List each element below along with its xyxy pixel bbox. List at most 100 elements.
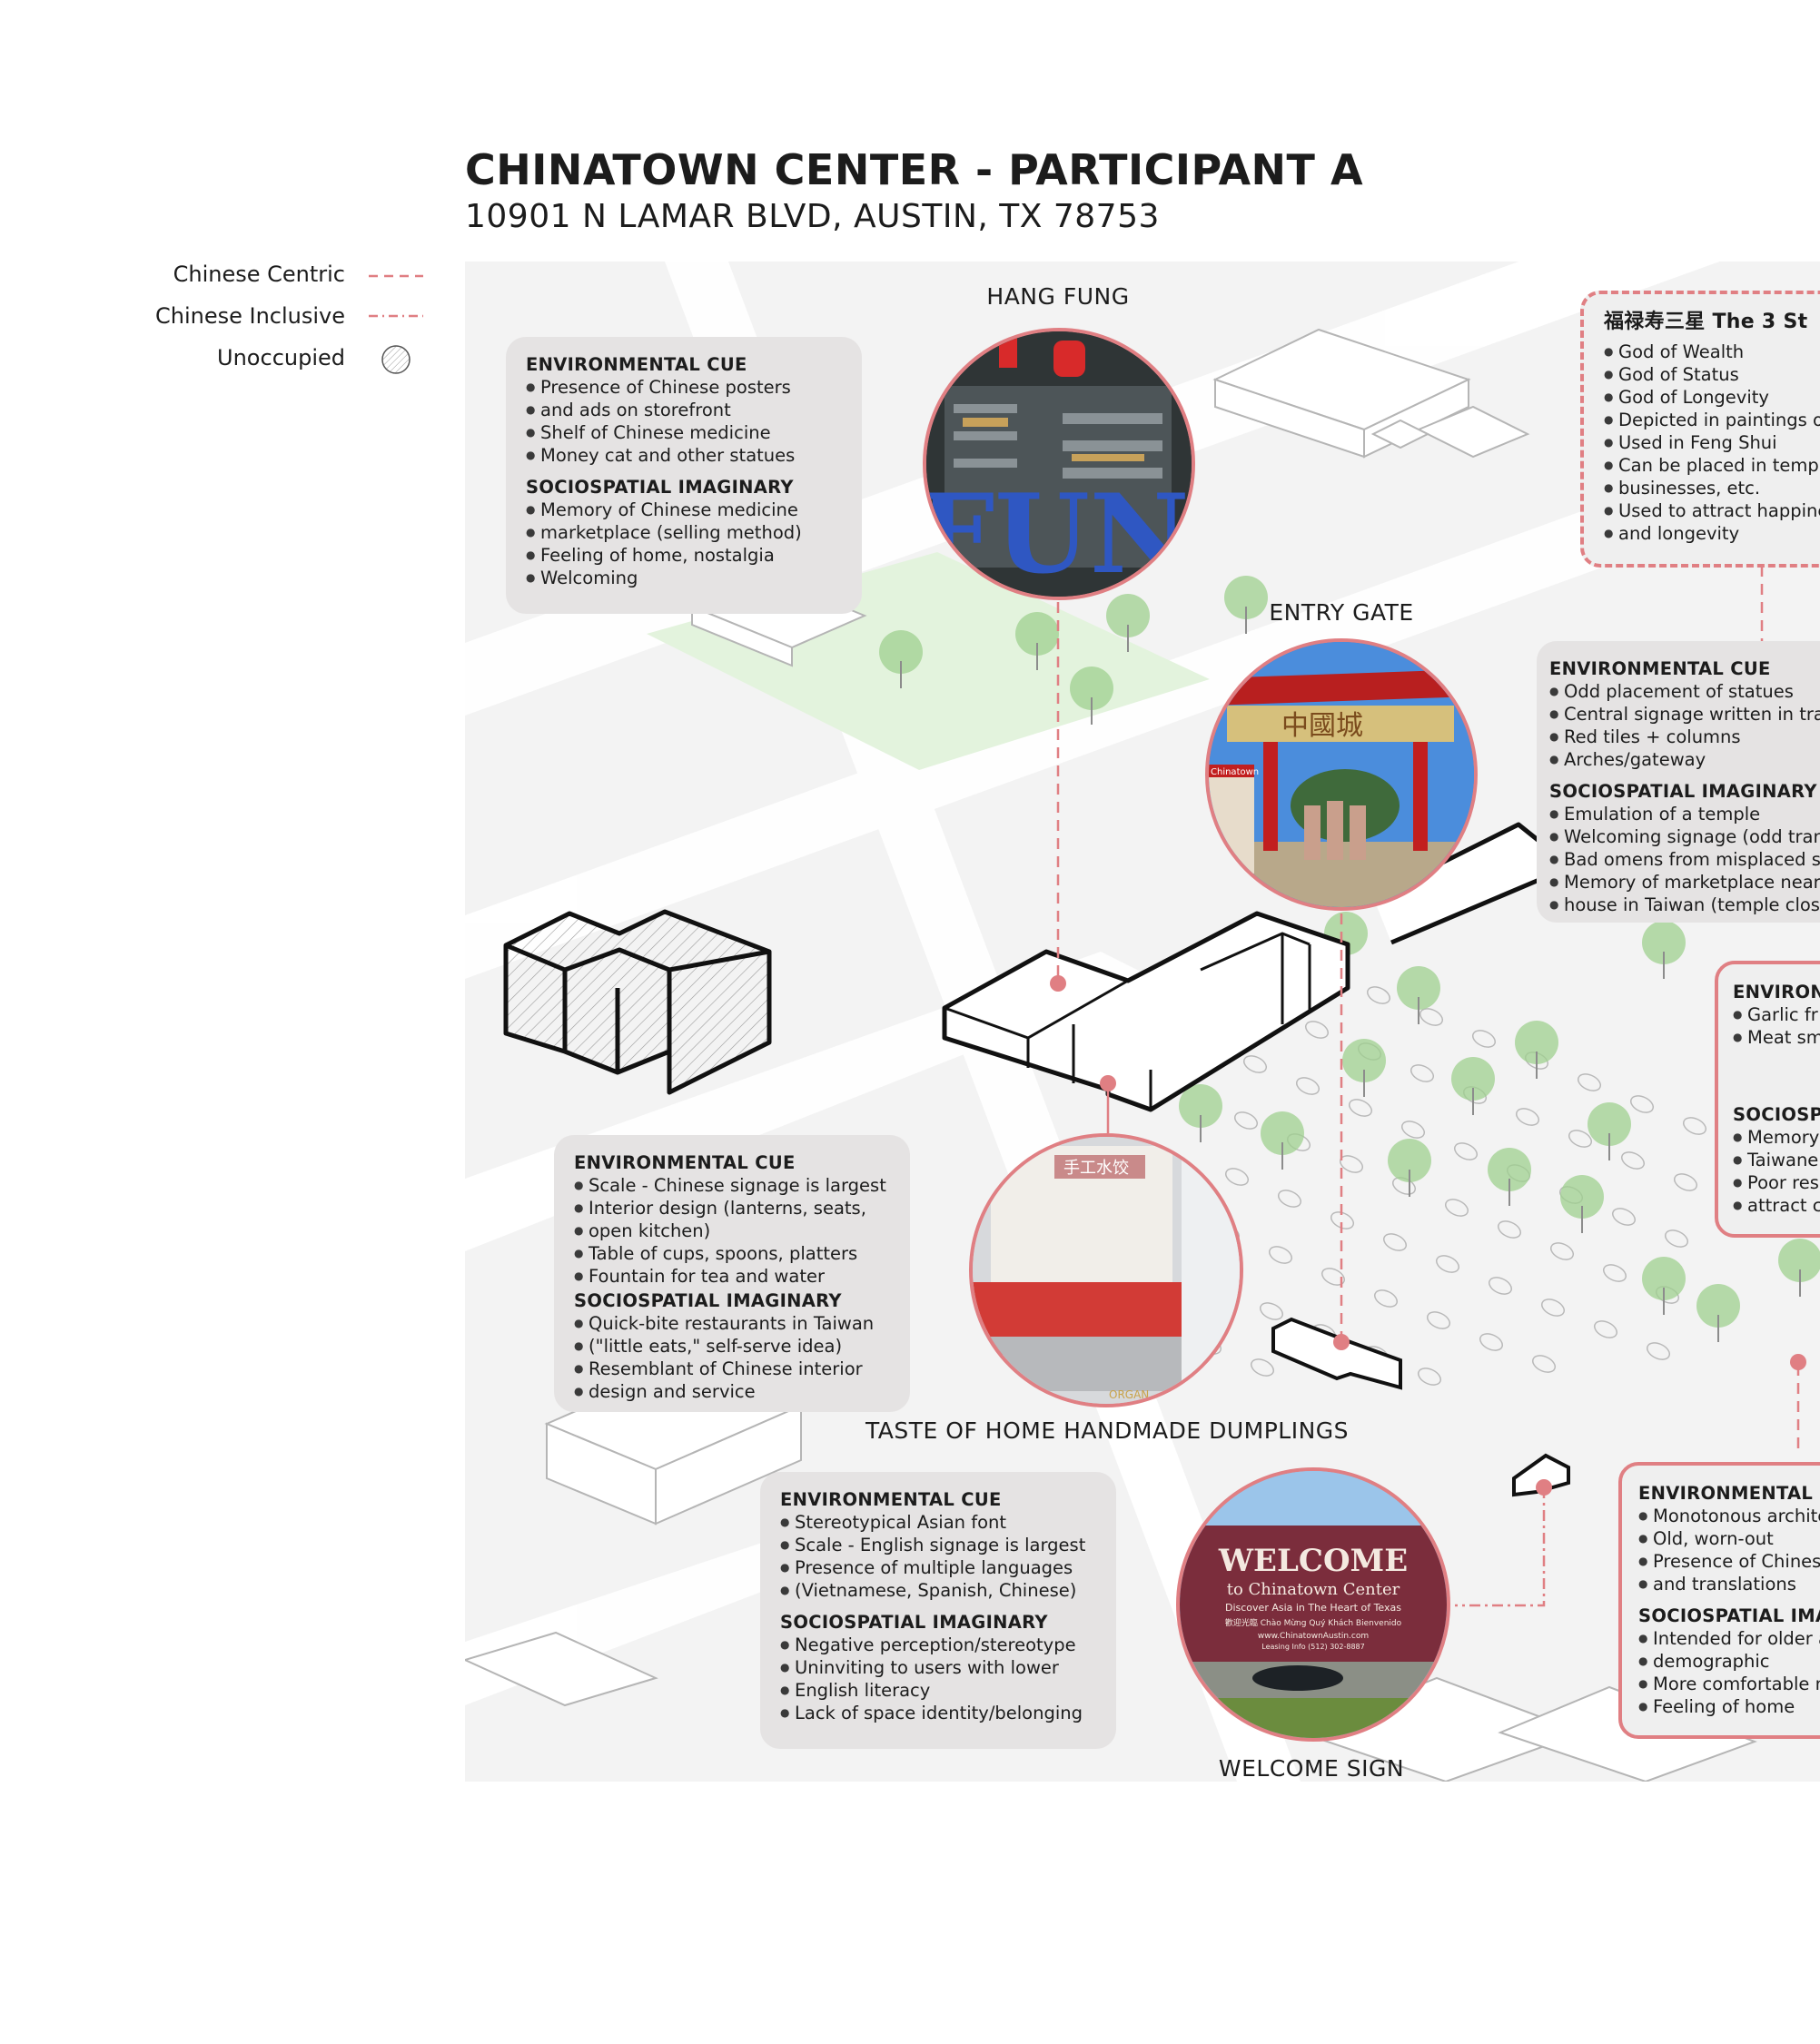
list-item: Table of cups, spoons, platters (574, 1242, 892, 1265)
list-item: Uninviting to users with lower (780, 1656, 1098, 1679)
card-heading: ENVIRONMENTAL CUE (526, 353, 844, 376)
list-item-continuation: and ads on storefront (540, 400, 731, 420)
list-item: English literacy (780, 1679, 1098, 1702)
legend-label-unoccupied: Unoccupied (217, 345, 345, 370)
card-heading: SOCIOSPATIAL IMAGINARY (526, 476, 844, 499)
list-item: Taiwane (1733, 1149, 1820, 1171)
list-item: Welcoming signage (odd transl (1549, 825, 1820, 848)
list-item: Used in Feng Shui (1604, 431, 1820, 454)
gate-small-sign: Chinatown (1211, 767, 1259, 777)
card-heading: SOCIOSPATIAL IMAGINARY (574, 1289, 892, 1312)
entry-gate-photo: 中國城 Chinatown (1205, 638, 1478, 911)
list-item: Shelf of Chinese medicine (526, 421, 844, 444)
place-label-dumplings: TASTE OF HOME HANDMADE DUMPLINGS (865, 1417, 1349, 1444)
card-heading: ENVIRONMENTAL CUE (574, 1151, 892, 1174)
list-item: Presence of Chinese posters (526, 376, 844, 399)
billboard-line-6: Leasing Info (512) 302-8887 (1261, 1643, 1364, 1651)
list-item: and translations (1638, 1573, 1820, 1595)
list-item: and longevity (1604, 522, 1820, 545)
billboard-line-2: to Chinatown Center (1227, 1580, 1400, 1599)
welcome-sign-card: ENVIRONMENTAL CUE Stereotypical Asian fo… (760, 1472, 1116, 1749)
dumplings-bottom-text: ORGAN (1109, 1388, 1149, 1401)
list-item: Arches/gateway (1549, 748, 1820, 771)
legend-label-chinese-inclusive: Chinese Inclusive (155, 303, 345, 329)
list-item: Welcoming (526, 567, 844, 589)
list-item: Feeling of home, nostalgia (526, 544, 844, 567)
gate-sign-text: 中國城 (1281, 710, 1363, 742)
dumplings-sign-text: 手工水饺 (1063, 1159, 1129, 1178)
card-heading: ENVIRONMENTAL CUE (1638, 1482, 1820, 1505)
list-item: Bad omens from misplaced sta (1549, 848, 1820, 871)
dashed-line-icon (367, 272, 425, 280)
list-item: God of Longevity (1604, 386, 1820, 409)
list-item: Scale - English signage is largest (780, 1534, 1098, 1556)
card-heading: SOCIOSPATIAL IMAGIN (1638, 1605, 1820, 1627)
page-subtitle: 10901 N LAMAR BLVD, AUSTIN, TX 78753 (465, 198, 1160, 235)
list-item: ("little eats," self-serve idea) (574, 1335, 892, 1358)
hang-fung-photo: FUN (923, 328, 1195, 600)
gate-illustration: 中國城 Chinatown (1209, 642, 1474, 907)
card-heading: SOCIOSPATIAL IMAGINARY (1549, 780, 1820, 803)
list-item: Presence of Chinese (1638, 1550, 1820, 1573)
card-heading: ENVIRONM (1733, 981, 1820, 1003)
list-item: (Vietnamese, Spanish, Chinese) (780, 1579, 1098, 1602)
place-label-hang-fung: HANG FUNG (986, 283, 1129, 310)
list-item: God of Wealth (1604, 341, 1820, 363)
billboard-line-4: 歡迎光臨 Chào Mừng Quý Khách Bienvenido (1225, 1617, 1402, 1628)
list-item: Memory of marketplace near gr (1549, 871, 1820, 894)
list-item: and ads on storefront (526, 399, 844, 421)
list-item: open kitchen) (574, 1219, 892, 1242)
place-label-welcome-sign: WELCOME SIGN (1219, 1755, 1404, 1782)
list-item: house in Taiwan (temple closeb (1549, 894, 1820, 916)
list-item: Resemblant of Chinese interior (574, 1358, 892, 1380)
list-item: Central signage written in tradi (1549, 703, 1820, 726)
list-item: Money cat and other statues (526, 444, 844, 467)
list-item: Odd placement of statues (1549, 680, 1820, 703)
welcome-billboard-illustration: WELCOME to Chinatown Center Discover Asi… (1180, 1471, 1447, 1738)
list-item: Intended for older a (1638, 1627, 1820, 1650)
storefront-illustration: FUN (926, 331, 1192, 597)
list-item: Meat sm (1733, 1026, 1820, 1049)
card-heading: ENVIRONMENTAL CUE (1549, 657, 1820, 680)
list-item: attract c (1733, 1194, 1820, 1217)
dumplings-photo: 手工水饺 ORGAN (969, 1133, 1243, 1407)
billboard-line-3: Discover Asia in The Heart of Texas (1225, 1602, 1401, 1614)
list-item: Lack of space identity/belonging (780, 1702, 1098, 1724)
list-item: Memory of Chinese medicine (526, 499, 844, 521)
list-item: Memory (1733, 1126, 1820, 1149)
welcome-sign-photo: WELCOME to Chinatown Center Discover Asi… (1176, 1467, 1450, 1742)
entry-gate-card: ENVIRONMENTAL CUE Odd placement of statu… (1537, 641, 1820, 923)
list-item: marketplace (selling method) (526, 521, 844, 544)
list-item: Interior design (lanterns, seats, (574, 1197, 892, 1219)
list-item: Stereotypical Asian font (780, 1511, 1098, 1534)
card-heading: SOCIOSPA (1733, 1103, 1820, 1126)
bottom-right-card: ENVIRONMENTAL CUE Monotonous archite Old… (1618, 1462, 1820, 1739)
list-item: Quick-bite restaurants in Taiwan (574, 1312, 892, 1335)
list-item: Negative perception/stereotype (780, 1634, 1098, 1656)
storefront-window-illustration: 手工水饺 ORGAN (973, 1137, 1240, 1404)
three-stars-card: 福禄寿三星 The 3 St God of Wealth God of Stat… (1580, 291, 1820, 568)
list-item: Presence of multiple languages (780, 1556, 1098, 1579)
storefront-letters: FUN (926, 470, 1190, 597)
list-item: Old, worn-out (1638, 1527, 1820, 1550)
legend-label-chinese-centric: Chinese Centric (173, 262, 345, 287)
card-heading: 福禄寿三星 The 3 St (1604, 311, 1820, 333)
dumplings-card: ENVIRONMENTAL CUE Scale - Chinese signag… (554, 1135, 910, 1412)
list-item: Scale - Chinese signage is largest (574, 1174, 892, 1197)
list-item: Feeling of home (1638, 1695, 1820, 1718)
hatched-circle-icon (380, 343, 412, 376)
place-label-entry-gate: ENTRY GATE (1269, 599, 1413, 626)
list-item: Used to attract happiness (1604, 499, 1820, 522)
list-item: Red tiles + columns (1549, 726, 1820, 748)
list-item: More comfortable n (1638, 1673, 1820, 1695)
billboard-line-1: WELCOME (1218, 1543, 1408, 1579)
list-item: God of Status (1604, 363, 1820, 386)
list-item: Fountain for tea and water (574, 1265, 892, 1288)
list-item: Garlic fr (1733, 1003, 1820, 1026)
list-item: Poor res (1733, 1171, 1820, 1194)
card-heading: ENVIRONMENTAL CUE (780, 1488, 1098, 1511)
list-item: design and service (574, 1380, 892, 1403)
page-title: CHINATOWN CENTER - PARTICIPANT A (465, 145, 1363, 194)
annotation-layer: ENVIRONMENTAL CUE Presence of Chinese po… (465, 262, 1820, 1782)
list-item: businesses, etc. (1604, 477, 1820, 499)
